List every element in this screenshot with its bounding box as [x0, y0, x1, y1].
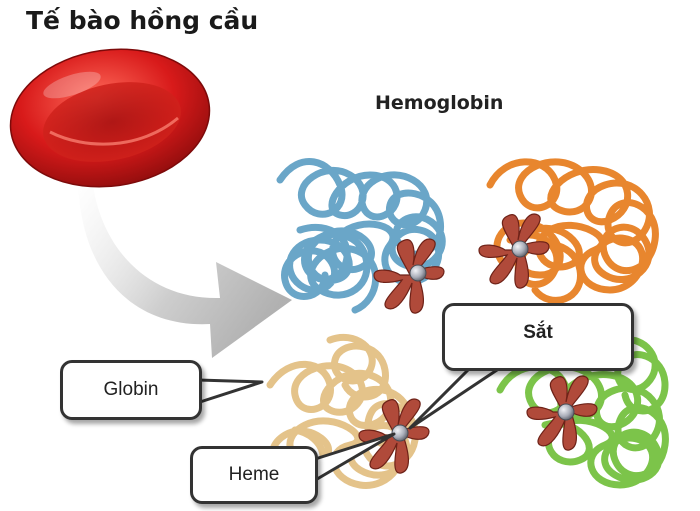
diagram-title: Tế bào hồng cầu	[26, 6, 259, 35]
globin-callout: Globin	[60, 360, 202, 420]
iron-callout: Sắt	[442, 303, 634, 371]
heme-callout: Heme	[190, 446, 318, 504]
hemoglobin-label: Hemoglobin	[375, 92, 504, 114]
globin-subunit-blue	[276, 158, 446, 314]
iron-atom-icon	[391, 240, 575, 442]
arrow-icon	[78, 178, 292, 358]
red-blood-cell-icon	[9, 48, 211, 188]
